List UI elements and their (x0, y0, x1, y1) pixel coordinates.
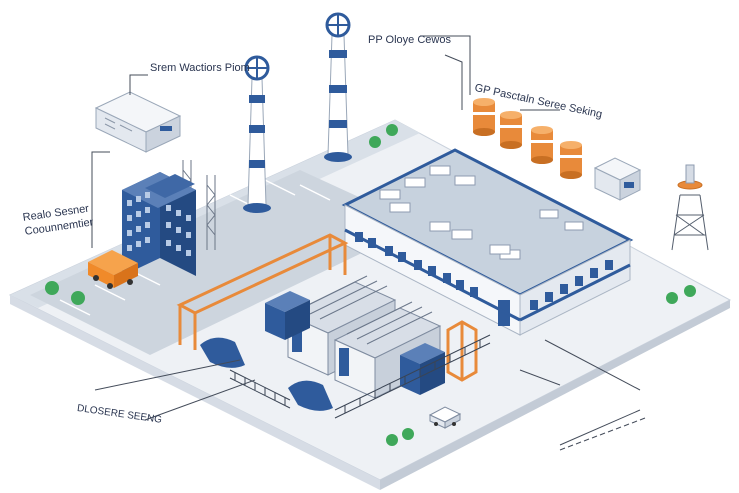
conveyor-frame (176, 233, 349, 350)
main-warehouse (341, 148, 634, 336)
callout-label-top-left: Srem Wactiors Piom (150, 62, 250, 74)
tree (71, 291, 85, 305)
white-car (428, 406, 462, 429)
pump-station (593, 157, 642, 201)
tree (369, 136, 381, 148)
tree (386, 434, 398, 446)
trees (45, 124, 696, 446)
blue-cabinets (265, 291, 445, 395)
hvac-unit (94, 91, 182, 153)
tank (531, 126, 553, 164)
tree (45, 281, 59, 295)
dashed-markers (559, 417, 646, 451)
callout-label-pp: PP Oloye Cewos (368, 34, 451, 46)
storage-tanks (473, 98, 582, 179)
orange-frame-right (446, 320, 478, 382)
tree (666, 292, 678, 304)
blue-tunnels (200, 337, 333, 411)
callout-lines (91, 35, 641, 446)
tree (386, 124, 398, 136)
tank (500, 111, 522, 149)
tower-left (243, 55, 271, 213)
tree (402, 428, 414, 440)
orange-truck (88, 250, 138, 289)
office-building (122, 172, 196, 276)
tree (684, 285, 696, 297)
tank (560, 141, 582, 179)
tower-right (324, 12, 352, 162)
fences (229, 334, 491, 419)
radio-tower (671, 164, 709, 251)
tank (473, 98, 495, 136)
